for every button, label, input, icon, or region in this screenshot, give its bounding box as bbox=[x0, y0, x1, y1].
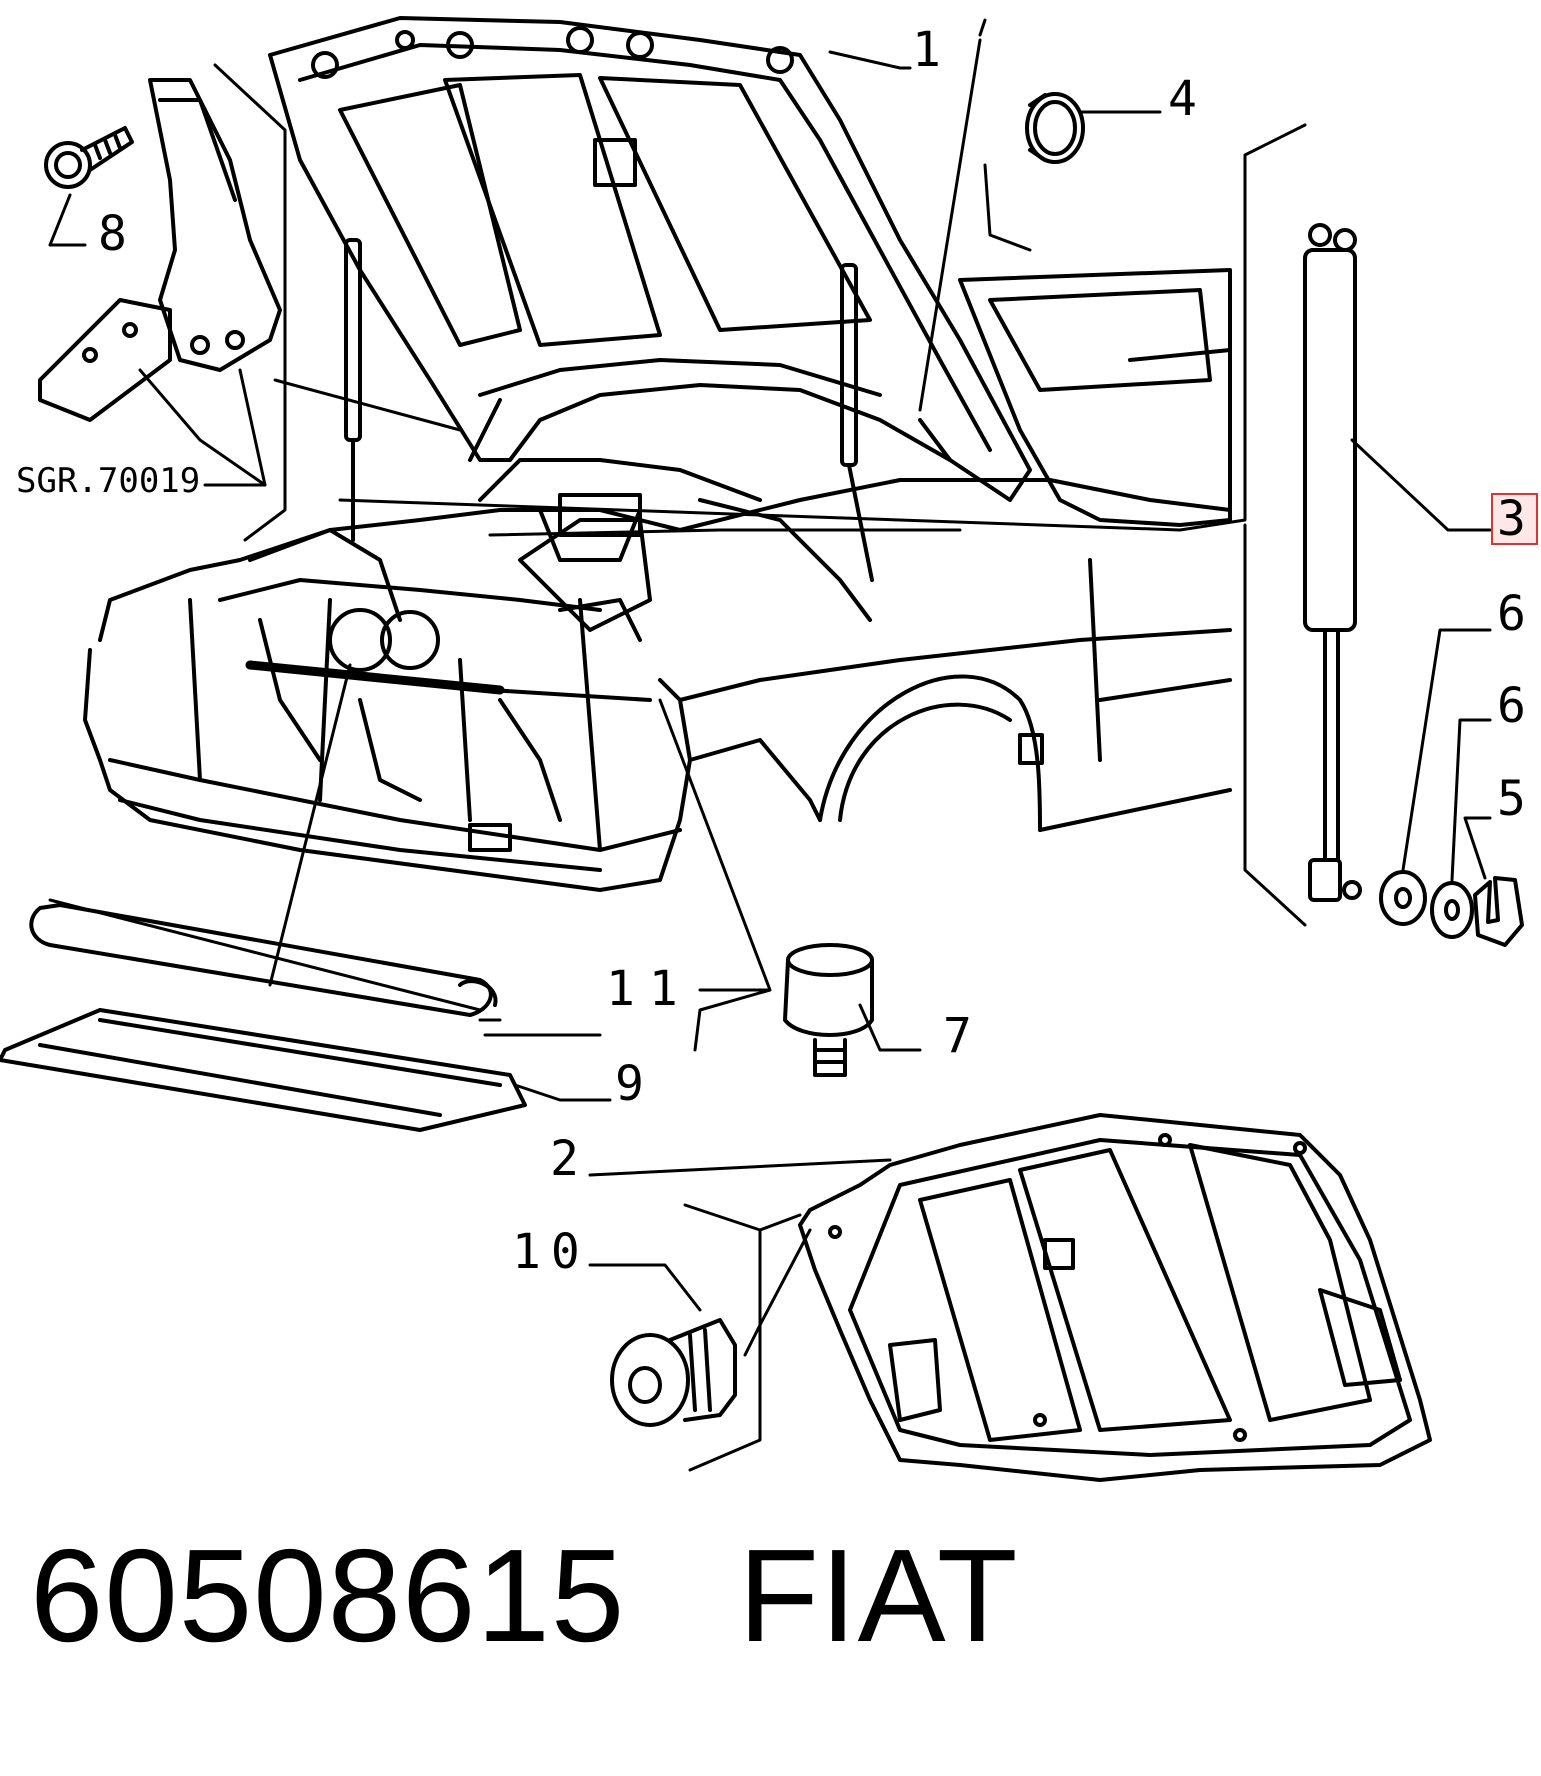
strut-right-installed bbox=[840, 263, 874, 582]
callout-2: 2 bbox=[550, 1131, 579, 1187]
washer-part-6a bbox=[1379, 870, 1427, 926]
callout-10: 10 bbox=[512, 1224, 590, 1280]
callout-3: 3 bbox=[1497, 491, 1526, 547]
hood-insulation-pad-part-2 bbox=[798, 1113, 1432, 1482]
callout-7: 7 bbox=[943, 1008, 972, 1064]
brand-name: FIAT bbox=[738, 1522, 1019, 1669]
washer-part-6b bbox=[1430, 881, 1474, 939]
plug-part-10 bbox=[610, 1318, 737, 1427]
seal-strip-part-11 bbox=[29, 903, 498, 1017]
callout-4: 4 bbox=[1168, 71, 1197, 127]
callout-9: 9 bbox=[615, 1056, 644, 1112]
callout-8: 8 bbox=[98, 206, 127, 262]
part-number: 60508615 bbox=[30, 1522, 626, 1669]
callout-5: 5 bbox=[1497, 771, 1526, 827]
callout-6a: 6 bbox=[1497, 586, 1526, 642]
callout-11: 11 bbox=[606, 961, 692, 1017]
insulation-strip-part-9 bbox=[0, 1008, 527, 1132]
bolt-part-8 bbox=[44, 126, 134, 189]
reference-code: SGR.70019 bbox=[16, 461, 200, 501]
callout-6b: 6 bbox=[1497, 678, 1526, 734]
hood-panel bbox=[268, 16, 1032, 502]
strut-left-installed bbox=[344, 238, 362, 542]
grommet-part-4 bbox=[1025, 92, 1085, 164]
leader-lines bbox=[48, 18, 1492, 1472]
caption: 60508615 FIAT bbox=[30, 1520, 1019, 1671]
clip-part-5 bbox=[1473, 876, 1524, 947]
callout-1: 1 bbox=[912, 22, 941, 78]
hood-hinge bbox=[38, 78, 282, 422]
bumper-stop-part-7 bbox=[783, 943, 874, 1077]
gas-strut-part-3 bbox=[1303, 223, 1362, 902]
highlight-box-callout-3 bbox=[1491, 493, 1538, 545]
car-body bbox=[83, 268, 1232, 892]
